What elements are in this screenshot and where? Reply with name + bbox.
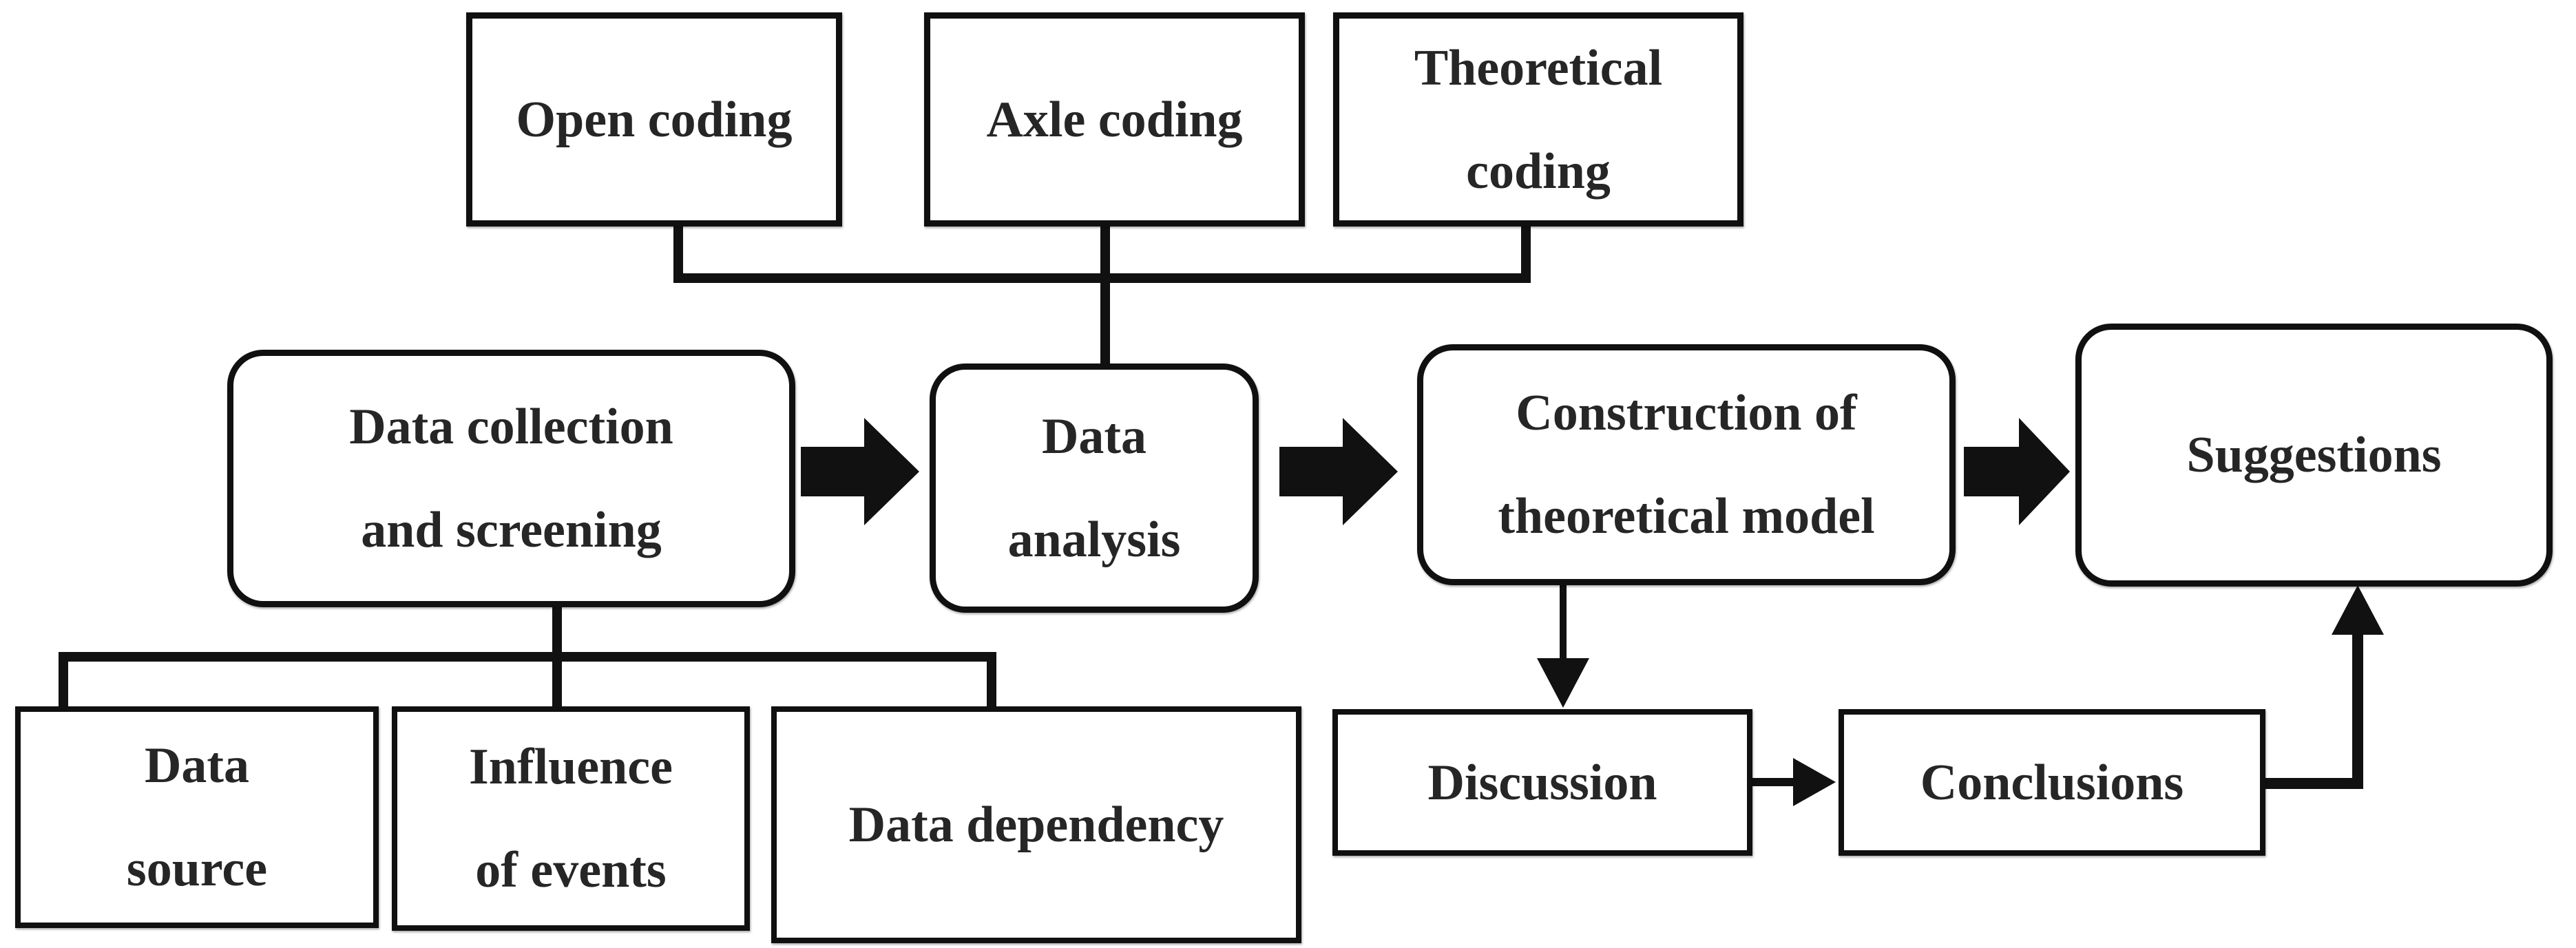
block-arrow-collection-to-analysis bbox=[801, 418, 919, 525]
node-open-coding: Open coding bbox=[466, 12, 842, 227]
arrow-conclusions-to-suggestions-line bbox=[2264, 630, 2363, 789]
node-data-collection-line1: Data collection bbox=[349, 399, 673, 455]
node-conclusions-label: Conclusions bbox=[1920, 754, 2184, 811]
arrow-conclusions-to-suggestions-head bbox=[2332, 585, 2384, 635]
node-suggestions: Suggestions bbox=[2075, 324, 2553, 587]
node-data-source-line1: Data bbox=[144, 737, 250, 794]
node-construction-line2: theoretical model bbox=[1498, 488, 1875, 545]
node-open-coding-label: Open coding bbox=[516, 91, 793, 148]
node-data-collection: Data collection and screening bbox=[227, 350, 795, 607]
block-arrow-analysis-to-construction bbox=[1279, 418, 1398, 525]
connector-collection-to-subtopics bbox=[59, 602, 996, 713]
node-axle-coding: Axle coding bbox=[924, 12, 1305, 227]
node-data-source-line2: source bbox=[126, 841, 268, 897]
connector-coding-to-analysis bbox=[673, 224, 1531, 368]
block-arrow-construction-to-suggestions bbox=[1964, 418, 2070, 525]
arrow-construction-to-discussion-head bbox=[1537, 658, 1589, 708]
node-conclusions: Conclusions bbox=[1839, 709, 2265, 856]
node-construction: Construction of theoretical model bbox=[1417, 344, 1956, 585]
node-theoretical-coding: Theoretical coding bbox=[1333, 12, 1743, 227]
node-axle-coding-label: Axle coding bbox=[986, 91, 1243, 148]
node-influence-of-events-line1: Influence bbox=[469, 739, 673, 795]
node-data-analysis-line2: analysis bbox=[1007, 512, 1181, 568]
node-suggestions-label: Suggestions bbox=[2186, 427, 2442, 483]
arrow-discussion-to-conclusions-head bbox=[1793, 758, 1836, 806]
node-discussion: Discussion bbox=[1332, 709, 1752, 856]
node-construction-line1: Construction of bbox=[1516, 385, 1857, 441]
node-discussion-label: Discussion bbox=[1427, 754, 1657, 811]
node-theoretical-coding-line2: coding bbox=[1466, 143, 1611, 200]
node-data-analysis-line1: Data bbox=[1041, 408, 1147, 465]
node-data-source: Data source bbox=[15, 706, 379, 928]
node-influence-of-events: Influence of events bbox=[392, 706, 750, 931]
node-data-dependency: Data dependency bbox=[771, 706, 1301, 943]
node-data-analysis: Data analysis bbox=[930, 364, 1259, 613]
node-data-dependency-label: Data dependency bbox=[848, 797, 1224, 853]
node-influence-of-events-line2: of events bbox=[475, 842, 667, 898]
node-theoretical-coding-line1: Theoretical bbox=[1414, 39, 1663, 96]
node-data-collection-line2: and screening bbox=[361, 502, 662, 558]
